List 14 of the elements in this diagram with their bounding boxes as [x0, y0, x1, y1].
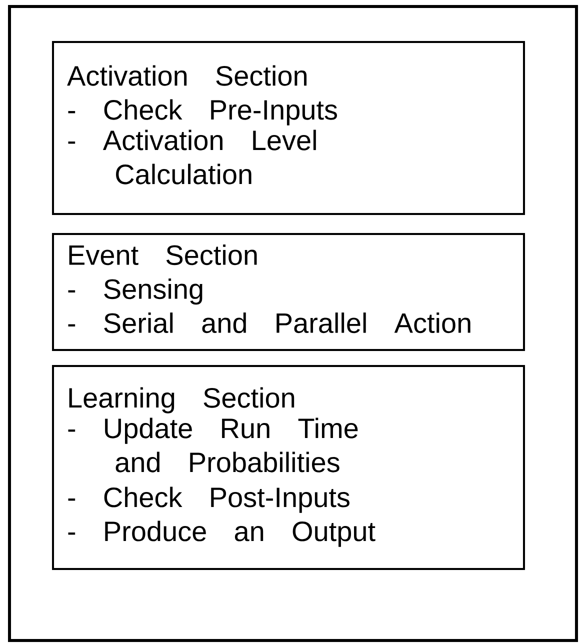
bullet-item: - Check Pre-Inputs [68, 99, 337, 126]
section-heading: Event Section [69, 244, 257, 266]
bullet-item: - Activation Level Calculation [68, 130, 316, 184]
frame-box [8, 5, 578, 642]
section-heading: Learning Section [69, 387, 294, 414]
section-box [52, 41, 525, 215]
section-box [52, 233, 525, 351]
section-heading: Activation Section [67, 65, 306, 86]
bullet-item: - Update Run Time and Probabilities [68, 418, 358, 472]
bullet-item: - Serial and Parallel Action [68, 312, 470, 334]
bullet-item: - Produce an Output [68, 520, 376, 547]
bullet-item: - Sensing [68, 278, 202, 305]
bullet-item: - Check Post-Inputs [68, 486, 350, 513]
section-box [52, 365, 525, 570]
